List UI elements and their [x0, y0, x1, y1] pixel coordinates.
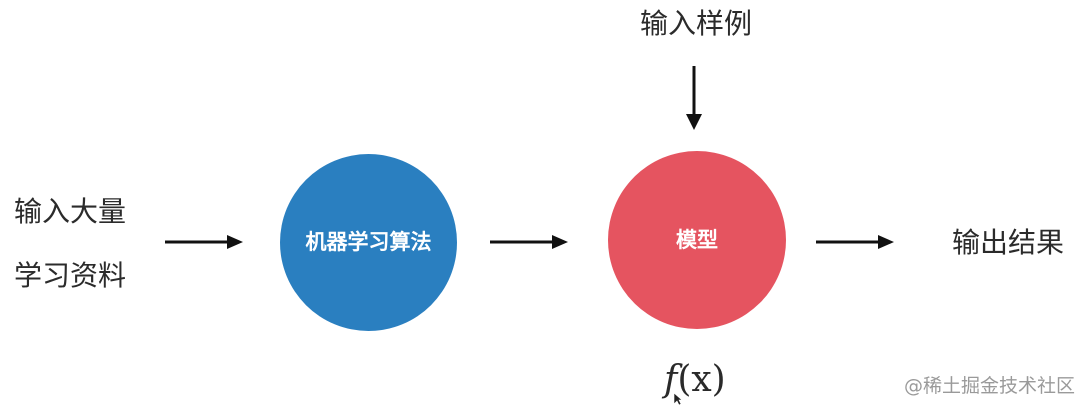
arrow-algorithm-to-model	[490, 235, 568, 249]
formula-symbol: f	[664, 359, 678, 400]
arrow-model-to-output	[816, 235, 894, 249]
model-formula: f(x)	[664, 362, 726, 398]
algorithm-node-label: 机器学习算法	[305, 230, 432, 254]
input-data-label-line1: 输入大量	[14, 195, 127, 228]
algorithm-node: 机器学习算法	[280, 154, 457, 331]
watermark: @稀土掘金技术社区	[904, 375, 1076, 397]
model-node-label: 模型	[676, 227, 718, 252]
model-node: 模型	[608, 151, 786, 329]
output-result-label: 输出结果	[952, 226, 1065, 259]
mouse-cursor-icon	[673, 392, 683, 406]
arrow-sample-to-model	[686, 66, 702, 130]
formula-argument: (x)	[677, 359, 726, 400]
arrow-input-to-algorithm	[165, 235, 243, 249]
input-data-label-line2: 学习资料	[14, 259, 127, 292]
input-sample-label: 输入样例	[640, 7, 753, 40]
